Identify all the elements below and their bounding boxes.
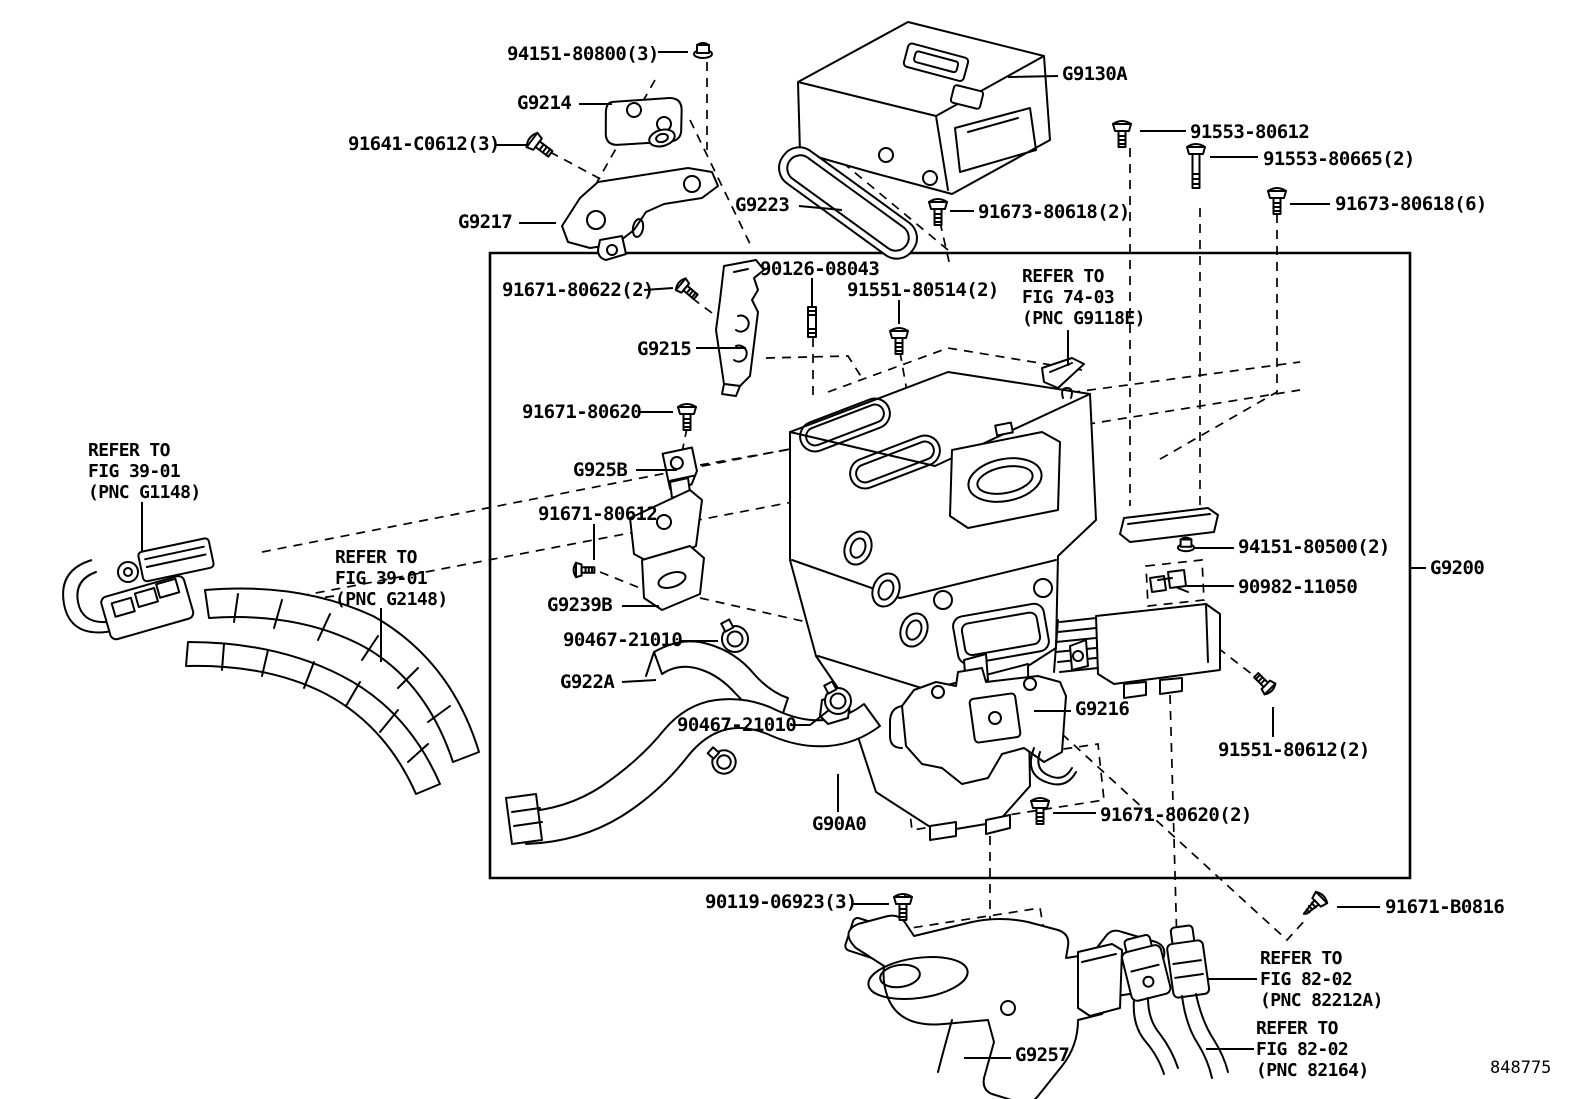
part-callout-g9216[interactable]: G9216 xyxy=(1075,698,1130,720)
part-callout-91671-80620[interactable]: 91671-80620 xyxy=(522,401,642,423)
part-callout-90467-21010-a[interactable]: 90467-21010 xyxy=(563,629,683,651)
part-callout-91553-80612[interactable]: 91553-80612 xyxy=(1190,121,1310,143)
part-callout-90982-11050[interactable]: 90982-11050 xyxy=(1238,576,1358,598)
part-g9257-drawing xyxy=(844,916,1164,1099)
note-refer-fig39-g1148: REFER TO FIG 39-01 (PNC G1148) xyxy=(88,440,201,503)
note-refer-fig39-g2148: REFER TO FIG 39-01 (PNC G2148) xyxy=(335,547,448,610)
part-callout-91551-80514[interactable]: 91551-80514(2) xyxy=(847,279,999,301)
part-converter-drawing xyxy=(1054,508,1220,698)
part-callout-91553-80665[interactable]: 91553-80665(2) xyxy=(1263,148,1415,170)
part-callout-90119-06923[interactable]: 90119-06923(3) xyxy=(705,891,857,913)
part-callout-94151-80800[interactable]: 94151-80800(3) xyxy=(507,43,659,65)
part-callout-91641-c0612[interactable]: 91641-C0612(3) xyxy=(348,133,500,155)
part-callout-g90a0[interactable]: G90A0 xyxy=(812,813,867,835)
part-callout-g9223[interactable]: G9223 xyxy=(735,194,790,216)
part-callout-g922a[interactable]: G922A xyxy=(560,671,615,693)
part-g90a0-hose-drawing xyxy=(506,699,880,844)
part-callout-g9239b[interactable]: G9239B xyxy=(547,594,613,616)
part-callout-91671-80612[interactable]: 91671-80612 xyxy=(538,503,658,525)
part-callout-91671-80622[interactable]: 91671-80622(2) xyxy=(502,279,654,301)
part-callout-g9214[interactable]: G9214 xyxy=(517,92,572,114)
part-g9217-drawing xyxy=(562,168,718,260)
part-callout-g9257[interactable]: G9257 xyxy=(1015,1044,1070,1066)
leader-lines xyxy=(142,52,1426,1058)
part-callout-90126-08043[interactable]: 90126-08043 xyxy=(760,258,880,280)
note-refer-fig82-82164: REFER TO FIG 82-02 (PNC 82164) xyxy=(1256,1018,1369,1081)
part-callout-g9215[interactable]: G9215 xyxy=(637,338,692,360)
part-callout-94151-80500[interactable]: 94151-80500(2) xyxy=(1238,536,1390,558)
part-callout-90467-21010-b[interactable]: 90467-21010 xyxy=(677,714,797,736)
part-callout-91671-b0816[interactable]: 91671-B0816 xyxy=(1385,896,1505,918)
part-callout-91551-80612-2[interactable]: 91551-80612(2) xyxy=(1218,739,1370,761)
part-g9215-drawing xyxy=(716,260,764,396)
note-refer-fig82-82212a: REFER TO FIG 82-02 (PNC 82212A) xyxy=(1260,948,1383,1011)
part-g9223-drawing xyxy=(772,140,925,266)
part-connectors-drawing xyxy=(1118,924,1228,1078)
part-callout-91671-80620-2[interactable]: 91671-80620(2) xyxy=(1100,804,1252,826)
part-callout-g9217[interactable]: G9217 xyxy=(458,211,513,233)
part-g9239b-drawing xyxy=(630,478,704,610)
part-callout-g9130a[interactable]: G9130A xyxy=(1062,63,1128,85)
part-g9216-drawing xyxy=(820,654,1076,784)
note-refer-fig74-g9118e: REFER TO FIG 74-03 (PNC G9118E) xyxy=(1022,266,1145,329)
part-callout-91673-80618-2[interactable]: 91673-80618(2) xyxy=(978,201,1130,223)
part-g9214-drawing xyxy=(600,90,687,152)
part-callout-g9200[interactable]: G9200 xyxy=(1430,557,1485,579)
assembly-outline-box xyxy=(490,253,1410,878)
figure-number: 848775 xyxy=(1490,1058,1552,1078)
part-callout-g925b[interactable]: G925B xyxy=(573,459,628,481)
part-callout-91673-80618-6[interactable]: 91673-80618(6) xyxy=(1335,193,1487,215)
part-g9118e-plate-drawing xyxy=(1042,358,1084,388)
part-wire-harness-drawing xyxy=(63,538,479,794)
part-g9130a-drawing xyxy=(798,22,1050,194)
